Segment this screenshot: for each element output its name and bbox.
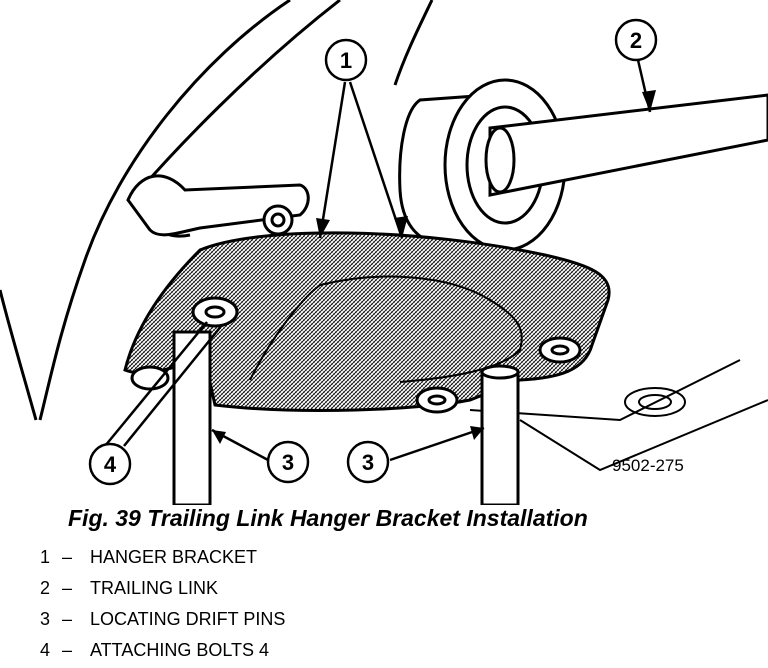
legend-number: 3 — [40, 609, 51, 629]
legend-number: 2 — [40, 578, 51, 598]
leader-arrowheads — [212, 90, 656, 444]
legend-item: 4–ATTACHING BOLTS 4 — [40, 635, 285, 666]
legend-list: 1–HANGER BRACKET 2–TRAILING LINK 3–LOCAT… — [40, 542, 285, 666]
callout-4: 4 — [88, 442, 132, 486]
legend-label: ATTACHING BOLTS 4 — [90, 640, 270, 660]
callout-1-number: 1 — [340, 48, 352, 73]
callout-4-number: 4 — [104, 452, 117, 477]
legend-separator: – — [62, 547, 73, 567]
figure-caption: Fig. 39 Trailing Link Hanger Bracket Ins… — [68, 505, 588, 531]
leader-lines — [104, 59, 652, 462]
legend-item: 1–HANGER BRACKET — [40, 542, 285, 573]
callout-3-left-number: 3 — [282, 450, 294, 475]
legend-item: 2–TRAILING LINK — [40, 573, 285, 604]
legend-item: 3–LOCATING DRIFT PINS — [40, 604, 285, 635]
trailing-link — [398, 78, 768, 252]
callout-1: 1 — [324, 38, 368, 82]
legend-label: LOCATING DRIFT PINS — [90, 609, 286, 629]
legend-number: 1 — [40, 547, 51, 567]
callout-3-right-number: 3 — [362, 450, 374, 475]
callout-2: 2 — [614, 18, 658, 62]
legend-label: HANGER BRACKET — [90, 547, 258, 567]
callout-3-right: 3 — [346, 440, 390, 484]
callout-3-left: 3 — [266, 440, 310, 484]
legend-separator: – — [62, 578, 73, 598]
legend-label: TRAILING LINK — [90, 578, 219, 598]
floor-pan — [469, 359, 768, 472]
hanger-bracket-diagram: 1 2 3 3 4 9502-275 — [0, 0, 768, 505]
figure-code: 9502-275 — [612, 456, 684, 475]
legend-number: 4 — [40, 640, 51, 660]
callout-2-number: 2 — [630, 28, 642, 53]
legend-separator: – — [62, 640, 73, 660]
attaching-bolts — [130, 296, 582, 414]
control-arm — [126, 174, 310, 237]
legend-separator: – — [62, 609, 73, 629]
